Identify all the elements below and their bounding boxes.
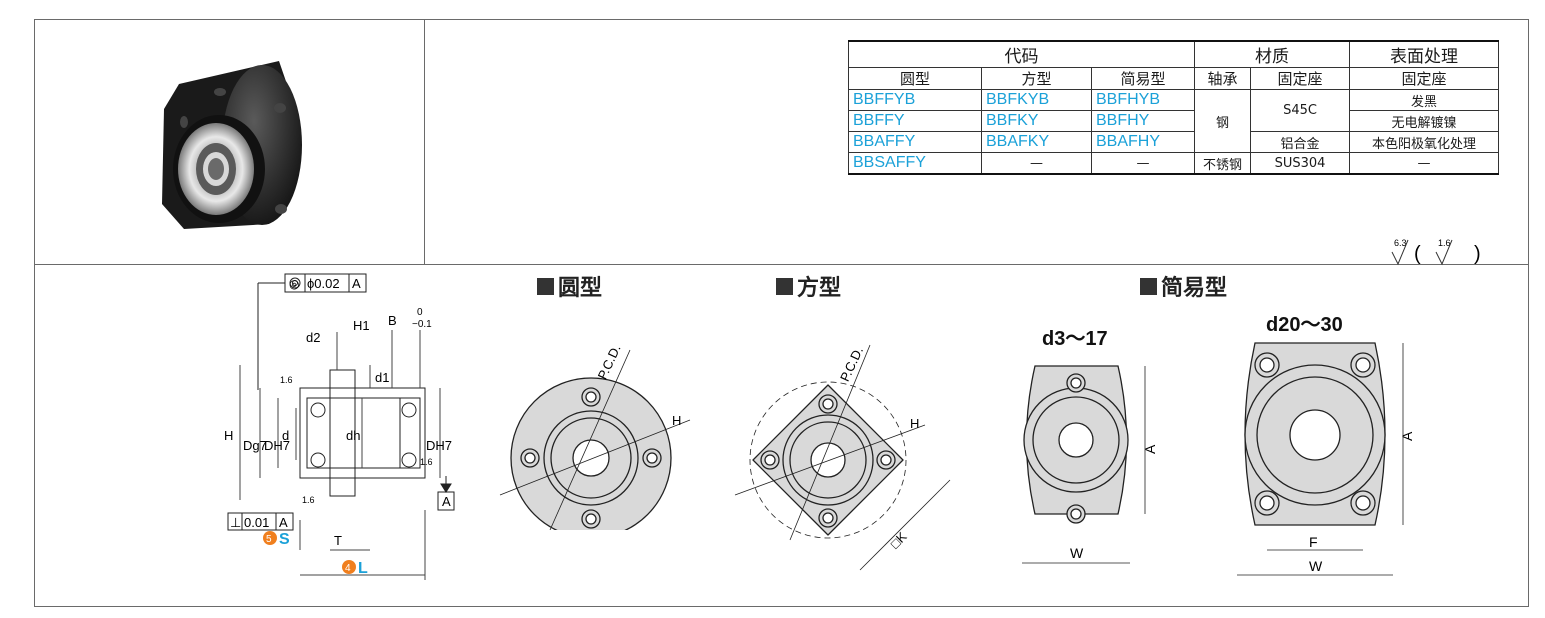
svg-text:d1: d1 <box>375 370 389 385</box>
svg-text:H: H <box>910 416 919 431</box>
roughness-symbol: 6.3 ( 1.6 ) <box>1391 238 1481 266</box>
svg-text:Dg7: Dg7 <box>243 438 267 453</box>
title-round: 圆型 <box>537 270 602 302</box>
code-cell: — <box>1091 152 1195 175</box>
roughness-paren-open: ( <box>1414 243 1421 265</box>
figure-frame <box>34 19 1529 607</box>
svg-text:F: F <box>1309 534 1318 550</box>
code-cell: — <box>981 152 1092 175</box>
svg-text:T: T <box>334 533 342 548</box>
svg-text:A: A <box>1399 431 1415 441</box>
svg-text:5: 5 <box>266 534 272 545</box>
product-photo <box>162 61 302 229</box>
svg-text:W: W <box>1309 558 1323 574</box>
svg-text:⊥: ⊥ <box>230 515 241 530</box>
svg-text:DH7: DH7 <box>426 438 452 453</box>
svg-text:B: B <box>388 313 397 328</box>
roughness-paren-close: ) <box>1474 243 1481 265</box>
code-link[interactable]: BBAFFY <box>848 131 982 153</box>
sub-round: 圆型 <box>848 67 982 90</box>
svg-text:1.6: 1.6 <box>280 375 293 385</box>
surface-cell: 本色阳极氧化处理 <box>1349 131 1499 153</box>
svg-text:A: A <box>442 494 451 509</box>
svg-text:dh: dh <box>346 428 360 443</box>
variant-large: d20～30 <box>1266 314 1343 336</box>
svg-text:A: A <box>352 276 361 291</box>
surface-cell: — <box>1349 152 1499 175</box>
sub-square: 方型 <box>981 67 1092 90</box>
svg-text:0.01: 0.01 <box>244 515 269 530</box>
bearing-cell: 不锈钢 <box>1194 152 1251 175</box>
surface-cell: 无电解镀镍 <box>1349 110 1499 132</box>
code-link[interactable]: BBFHY <box>1091 110 1195 132</box>
svg-text:H: H <box>224 428 233 443</box>
hdr-code: 代码 <box>848 40 1195 68</box>
svg-text:−0.1: −0.1 <box>412 319 432 330</box>
round-flange-drawing: P.C.D. H <box>499 342 691 530</box>
section-drawing: ◎ ϕ0.02 A ⊥ 0.01 A A d2 H1 B 0 −0.1 d1 H… <box>224 273 455 580</box>
code-link[interactable]: BBAFKY <box>981 131 1092 153</box>
hdr-material: 材质 <box>1194 40 1350 68</box>
holder-cell: 铝合金 <box>1250 131 1350 153</box>
svg-text:1.6: 1.6 <box>420 457 433 467</box>
svg-text:d: d <box>282 428 289 443</box>
roughness-alt: 1.6 <box>1438 238 1451 248</box>
sub-holder: 固定座 <box>1250 67 1350 90</box>
svg-text:A: A <box>1142 444 1158 454</box>
svg-text:1.6: 1.6 <box>302 495 315 505</box>
code-link[interactable]: BBFHYB <box>1091 89 1195 111</box>
sub-bearing: 轴承 <box>1194 67 1251 90</box>
product-photo-box <box>34 19 425 265</box>
code-link[interactable]: BBFKYB <box>981 89 1092 111</box>
title-simple: 简易型 <box>1140 270 1227 302</box>
code-link[interactable]: BBFFY <box>848 110 982 132</box>
holder-cell: SUS304 <box>1250 152 1350 175</box>
sub-holder-surface: 固定座 <box>1349 67 1499 90</box>
svg-text:S: S <box>279 531 290 548</box>
svg-text:H: H <box>672 413 681 428</box>
title-square: 方型 <box>776 270 841 302</box>
svg-text:◎: ◎ <box>289 277 299 291</box>
roughness-main: 6.3 <box>1394 238 1407 248</box>
svg-text:ϕ0.02: ϕ0.02 <box>307 276 340 291</box>
svg-text:0: 0 <box>417 307 423 318</box>
code-link[interactable]: BBFKY <box>981 110 1092 132</box>
surface-cell: 发黑 <box>1349 89 1499 111</box>
svg-text:4: 4 <box>345 563 351 574</box>
section-divider <box>34 264 1529 265</box>
hdr-surface: 表面处理 <box>1349 40 1499 68</box>
bearing-steel: 钢 <box>1194 89 1251 153</box>
holder-s45c: S45C <box>1250 89 1350 132</box>
perp-frame <box>227 512 294 531</box>
square-flange-drawing: P.C.D. H □K <box>734 344 951 571</box>
code-link[interactable]: BBFFYB <box>848 89 982 111</box>
svg-text:d2: d2 <box>306 330 320 345</box>
svg-text:L: L <box>358 560 368 577</box>
svg-text:P.C.D.: P.C.D. <box>595 342 624 382</box>
svg-text:H1: H1 <box>353 318 370 333</box>
svg-text:W: W <box>1070 545 1084 561</box>
simple-small-drawing: A W <box>1022 365 1158 564</box>
simple-large-drawing: A F W <box>1237 342 1415 576</box>
variant-small: d3～17 <box>1042 328 1108 350</box>
svg-text:□K: □K <box>887 529 910 552</box>
code-link[interactable]: BBSAFFY <box>848 152 982 175</box>
code-link[interactable]: BBAFHY <box>1091 131 1195 153</box>
svg-text:DH7: DH7 <box>264 438 290 453</box>
sub-simple: 简易型 <box>1091 67 1195 90</box>
svg-text:P.C.D.: P.C.D. <box>837 344 866 384</box>
spec-table: 代码 材质 表面处理 圆型 方型 简易型 轴承 固定座 固定座 BBFFYB B… <box>848 40 1499 175</box>
svg-text:A: A <box>279 515 288 530</box>
